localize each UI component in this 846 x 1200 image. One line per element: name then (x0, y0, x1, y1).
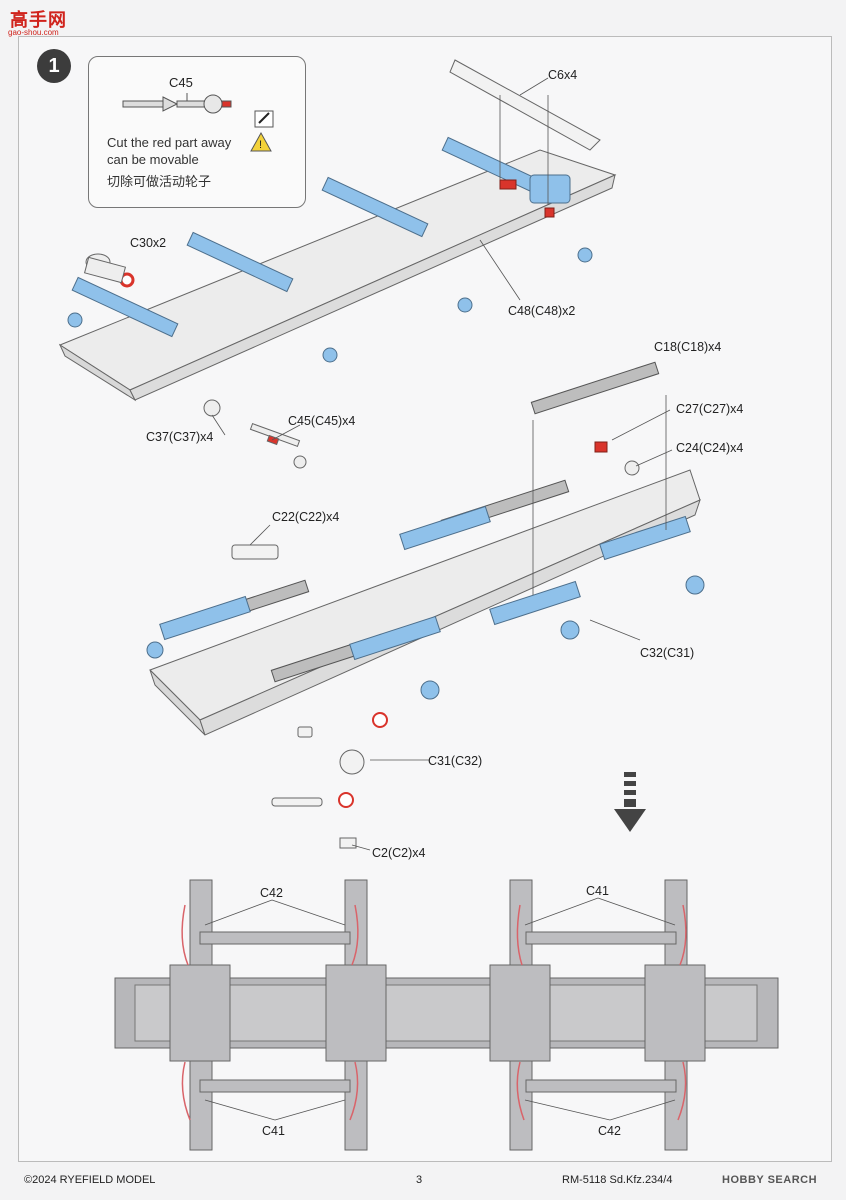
label-c6: C6x4 (548, 68, 578, 82)
label-c31: C31(C32) (428, 754, 483, 768)
svg-text:!: ! (259, 139, 262, 151)
label-c42-bottom: C42 (598, 1124, 621, 1138)
label-c22: C22(C22)x4 (272, 510, 340, 524)
axle-part-drawing: ! (122, 93, 274, 152)
watermark-title: 高手网 (10, 10, 67, 31)
cut-note-box: C45 ! Cut the red part away can be movab… (88, 56, 306, 208)
note-line-3: 切除可做活动轮子 (107, 174, 212, 189)
step-number-badge: 1 (37, 49, 71, 83)
bottom-leader-lines (204, 897, 676, 1121)
watermark-logo: 高手网 gao-shou.com (4, 4, 84, 38)
down-arrow-icon (614, 772, 646, 832)
footer-page-number: 3 (416, 1174, 423, 1186)
upper-red-parts (119, 179, 555, 288)
label-c24: C24(C24)x4 (676, 441, 744, 455)
label-c27: C27(C27)x4 (676, 402, 744, 416)
lower-blue-suspension (146, 505, 705, 700)
c22-bracket-part (231, 544, 279, 560)
leader-lines (211, 77, 673, 851)
label-c30: C30x2 (130, 236, 167, 250)
label-c18: C18(C18)x4 (654, 340, 722, 354)
watermark-subtitle: gao-shou.com (8, 28, 59, 37)
c6-arm-part (449, 59, 601, 151)
label-c32: C32(C31) (640, 646, 695, 660)
footer-copyright: ©2024 RYEFIELD MODEL (24, 1174, 156, 1186)
label-c42-top: C42 (260, 886, 283, 900)
footer-product-code: RM-5118 Sd.Kfz.234/4 (562, 1174, 673, 1186)
label-c48: C48(C48)x2 (508, 304, 576, 318)
label-c37: C37(C37)x4 (146, 430, 214, 444)
no-glue-icons (338, 712, 388, 808)
c2-link-part (271, 797, 357, 849)
label-c41-bottom: C41 (262, 1124, 285, 1138)
note-line-2: can be movable (107, 152, 199, 167)
footer-brand: HOBBY SEARCH (722, 1174, 818, 1186)
upper-blue-suspension (67, 136, 593, 363)
c27-c24-small-parts (594, 441, 640, 476)
label-c45: C45(C45)x4 (288, 414, 356, 428)
lower-chassis-frame (149, 469, 701, 736)
label-c2: C2(C2)x4 (372, 846, 426, 860)
bottom-chassis-view (114, 879, 779, 1151)
c45-axle-part (203, 399, 307, 469)
label-c41-top: C41 (586, 884, 609, 898)
note-part-label: C45 (169, 75, 193, 90)
c30-cylinder-part (83, 253, 127, 284)
note-line-1: Cut the red part away (107, 135, 232, 150)
c31-hub-part (297, 726, 365, 775)
